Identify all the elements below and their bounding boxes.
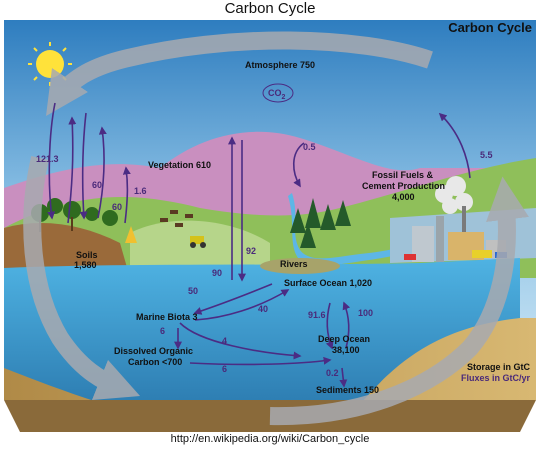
- deep-ocean-value: 38,100: [332, 345, 360, 355]
- flux-0-5: 0.5: [303, 142, 316, 152]
- co2-label: CO2: [262, 83, 294, 103]
- sediments-label: Sediments 150: [316, 385, 379, 395]
- soils-value: 1,580: [74, 260, 97, 270]
- fossil-label-line2: Cement Production: [362, 181, 445, 191]
- svg-text:CO2: CO2: [268, 88, 286, 101]
- fire-icon: [125, 226, 137, 243]
- flux-5-5: 5.5: [480, 150, 493, 160]
- legend-storage: Storage in GtC: [467, 362, 531, 372]
- atmosphere-label: Atmosphere 750: [245, 60, 315, 70]
- flux-50: 50: [188, 286, 198, 296]
- flux-40: 40: [258, 304, 268, 314]
- flux-6-b: 6: [222, 364, 227, 374]
- carbon-cycle-diagram: Carbon Cycle Atmosphere 750 CO2 Vegetati…: [4, 20, 536, 432]
- vegetation-label: Vegetation 610: [148, 160, 211, 170]
- fossil-label-line1: Fossil Fuels &: [372, 170, 434, 180]
- flux-60-b: 60: [112, 202, 122, 212]
- fossil-value: 4,000: [392, 192, 415, 202]
- soils-label: Soils: [76, 250, 98, 260]
- marine-biota-label: Marine Biota 3: [136, 312, 198, 322]
- cycle-arrows: [23, 31, 529, 426]
- flux-92: 92: [246, 246, 256, 256]
- tractor-icon: [190, 236, 206, 248]
- flux-60-a: 60: [92, 180, 102, 190]
- corner-title: Carbon Cycle: [448, 20, 532, 35]
- flux-121-3: 121.3: [36, 154, 59, 164]
- flux-91-6: 91.6: [308, 310, 326, 320]
- surface-ocean-label: Surface Ocean 1,020: [284, 278, 372, 288]
- flux-0-2: 0.2: [326, 368, 339, 378]
- flux-1-6: 1.6: [134, 186, 147, 196]
- doc-label-line2: Carbon <700: [128, 357, 182, 367]
- flux-6-a: 6: [160, 326, 165, 336]
- rivers-label: Rivers: [280, 259, 308, 269]
- flux-100: 100: [358, 308, 373, 318]
- conifer-trees-icon: [290, 198, 351, 248]
- legend-fluxes: Fluxes in GtC/yr: [461, 373, 531, 383]
- flux-90: 90: [212, 268, 222, 278]
- page-title: Carbon Cycle: [224, 0, 316, 17]
- doc-label-line1: Dissolved Organic: [114, 346, 193, 356]
- deep-ocean-label: Deep Ocean: [318, 334, 370, 344]
- livestock-icon: [160, 210, 193, 227]
- flux-4: 4: [222, 336, 227, 346]
- source-url: http://en.wikipedia.org/wiki/Carbon_cycl…: [170, 433, 370, 445]
- flux-arrows: [47, 102, 471, 388]
- smoke-icon: [435, 176, 473, 214]
